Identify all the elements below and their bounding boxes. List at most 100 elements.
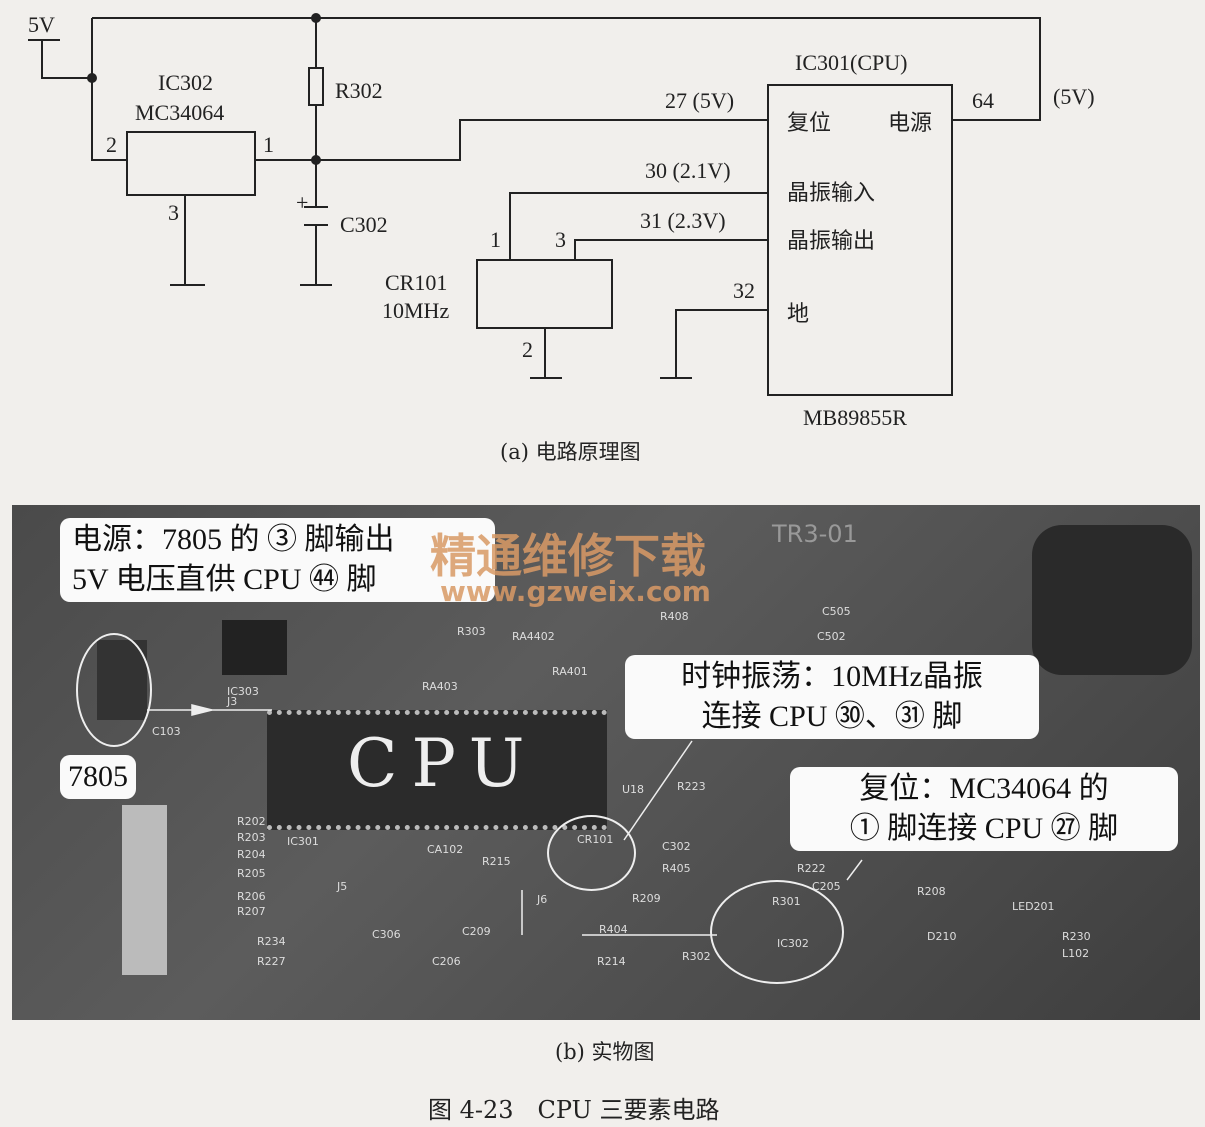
c302-polarity: +: [296, 190, 308, 215]
pcb-label: RA4402: [512, 630, 555, 643]
pcb-label: C505: [822, 605, 851, 618]
pcb-label: R208: [917, 885, 946, 898]
pin64-voltage: (5V): [1053, 84, 1095, 109]
watermark-cn: 精通维修下载: [430, 529, 706, 583]
cpu-part: MB89855R: [803, 405, 907, 430]
callout-clock: 时钟振荡：10MHz晶振 连接 CPU ㉚、㉛ 脚: [625, 655, 1039, 739]
cpu-gnd-label: 地: [787, 301, 809, 326]
pcb-label: J6: [537, 893, 548, 906]
pcb-label: RA401: [552, 665, 588, 678]
pcb-label: C103: [152, 725, 181, 738]
pcb-label: R207: [237, 905, 266, 918]
pcb-label: IC301: [287, 835, 319, 848]
figure-title: 图 4-23 CPU 三要素电路: [428, 1096, 720, 1124]
pcb-label: R202: [237, 815, 266, 828]
wires: [28, 17, 1041, 379]
pcb-label: C206: [432, 955, 461, 968]
pcb-label: IC303: [227, 685, 259, 698]
pcb-label: L102: [1062, 947, 1090, 960]
pcb-label: R408: [660, 610, 689, 623]
callout-power-line2: 5V 电压直供 CPU ㊹ 脚: [72, 563, 377, 596]
pcb-label: LED201: [1012, 900, 1055, 913]
watermark-url: www.gzweix.com: [440, 575, 711, 608]
pcb-label: R215: [482, 855, 511, 868]
c302-label: C302: [340, 212, 388, 237]
pcb-label: R303: [457, 625, 486, 638]
pin32-label: 32: [733, 278, 755, 303]
callout-7805: 7805: [60, 755, 136, 799]
pcb-label: R209: [632, 892, 661, 905]
callout-reset: 复位：MC34064 的 ① 脚连接 CPU ㉗ 脚: [790, 767, 1178, 851]
pin-label: 2: [106, 132, 117, 157]
pcb-label: C306: [372, 928, 401, 941]
pcb-label: CA102: [427, 843, 464, 856]
pcb-label: R206: [237, 890, 266, 903]
callout-power: 电源：7805 的 ③ 脚输出 5V 电压直供 CPU ㊹ 脚: [60, 518, 495, 602]
pin30-label: 30 (2.1V): [645, 158, 731, 183]
cpu-reset-label: 复位: [787, 110, 831, 135]
pin-label: 1: [263, 132, 274, 157]
circuit-schematic: 5V IC302 MC34064 2 1 3 R302 + C302 IC301…: [28, 12, 1095, 430]
pcb-label: R234: [257, 935, 286, 948]
highlight-ellipse: [710, 880, 844, 984]
pcb-label: R301: [772, 895, 801, 908]
pcb-label: R405: [662, 862, 691, 875]
pcb-label: RA403: [422, 680, 458, 693]
pcb-label: R223: [677, 780, 706, 793]
ic303-chip: [222, 620, 287, 675]
pin-label: 1: [490, 227, 501, 252]
pin27-label: 27 (5V): [665, 88, 734, 113]
pcb-label: J3: [227, 695, 238, 708]
pcb-label: TR3-01: [772, 520, 858, 548]
pcb-label: R205: [237, 867, 266, 880]
callout-reset-line2: ① 脚连接 CPU ㉗ 脚: [849, 812, 1119, 845]
ic302-name: IC302: [158, 70, 213, 95]
highlight-ellipse: [547, 815, 636, 891]
supply-label: 5V: [28, 12, 55, 37]
junction-dot: [87, 73, 97, 83]
cpu-box: [767, 84, 953, 396]
photo-caption: (b) 实物图: [555, 1040, 655, 1064]
callout-power-line1: 电源：7805 的 ③ 脚输出: [72, 523, 395, 556]
connector: [122, 805, 167, 975]
ic302-part: MC34064: [135, 100, 224, 125]
pcb-label: C205: [812, 880, 841, 893]
pcb-label: R404: [599, 923, 628, 936]
pcb-label: D210: [927, 930, 957, 943]
pcb-label: C209: [462, 925, 491, 938]
pin31-label: 31 (2.3V): [640, 208, 726, 233]
relay: [1032, 525, 1192, 675]
pcb-label: R214: [597, 955, 626, 968]
cpu-xin-label: 晶振输入: [787, 180, 875, 205]
r302-resistor: [308, 67, 324, 106]
callout-clock-line2: 连接 CPU ㉚、㉛ 脚: [701, 700, 963, 733]
pcb-label: C502: [817, 630, 846, 643]
cr101-box: [476, 259, 613, 329]
junction-dot: [311, 13, 321, 23]
pcb-label: CR101: [577, 833, 614, 846]
cpu-chip: [267, 710, 607, 830]
junction-dot: [311, 155, 321, 165]
cr101-name: CR101: [385, 270, 447, 295]
pcb-label: R222: [797, 862, 826, 875]
pin-label: 3: [168, 200, 179, 225]
pcb-label: R203: [237, 831, 266, 844]
callout-clock-line1: 时钟振荡：10MHz晶振: [681, 660, 983, 693]
highlight-ellipse: [76, 633, 152, 747]
pin-label: 2: [522, 337, 533, 362]
cpu-print: CPU: [347, 725, 539, 802]
cpu-name: IC301(CPU): [795, 50, 907, 75]
pcb-label: R302: [682, 950, 711, 963]
pin-label: 3: [555, 227, 566, 252]
cr101-freq: 10MHz: [382, 298, 449, 323]
callout-reset-line1: 复位：MC34064 的: [859, 772, 1109, 805]
pin64-label: 64: [972, 88, 994, 113]
pcb-label: C302: [662, 840, 691, 853]
r302-label: R302: [335, 78, 383, 103]
callout-pointers: [147, 704, 863, 936]
pcb-label: J5: [337, 880, 348, 893]
cpu-power-label: 电源: [888, 110, 932, 135]
pcb-photo: CPU IC303 RA403 RA401 R303 RA4402 IC301 …: [12, 505, 1200, 1020]
cpu-xout-label: 晶振输出: [787, 228, 875, 253]
